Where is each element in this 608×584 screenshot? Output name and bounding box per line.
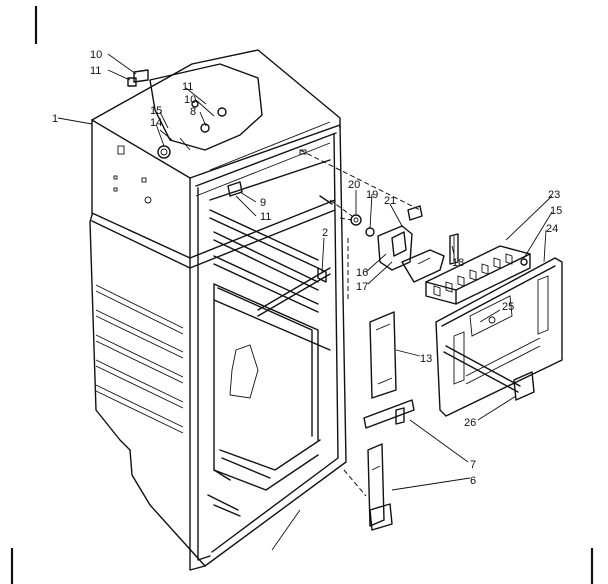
side-panel-ribs [95, 284, 184, 434]
leader-lines [57, 53, 553, 551]
callout-labels: 1 10 11 11 10 8 15 14 9 11 2 20 19 21 16… [52, 49, 562, 487]
callout-20: 20 [348, 179, 360, 191]
crisper-tray [207, 344, 321, 517]
light-board [425, 245, 531, 305]
callout-21: 21 [384, 195, 396, 207]
callout-7: 7 [470, 459, 476, 471]
callout-19: 19 [366, 189, 378, 201]
callout-13: 13 [420, 353, 432, 365]
callout-8: 8 [190, 106, 196, 118]
control-assembly [350, 205, 563, 531]
callout-11-mid: 11 [182, 81, 193, 93]
callout-10-top: 10 [90, 49, 102, 61]
callout-9: 9 [260, 197, 266, 209]
callout-24: 24 [546, 223, 558, 235]
cabinet [89, 49, 347, 571]
callout-18: 18 [452, 257, 464, 269]
callout-15-top: 15 [150, 105, 162, 117]
top-parts-cluster [127, 63, 263, 159]
callout-10-mid: 10 [184, 94, 196, 106]
dashed-guide-lines [299, 149, 421, 497]
callout-2: 2 [322, 227, 328, 239]
callout-17: 17 [356, 281, 368, 293]
callout-14: 14 [150, 117, 162, 129]
callout-1: 1 [52, 113, 58, 125]
callout-25: 25 [502, 301, 514, 313]
callout-6: 6 [470, 475, 476, 487]
callout-15-right: 15 [550, 205, 562, 217]
rear-panel [435, 257, 563, 417]
callout-23: 23 [548, 189, 560, 201]
callout-16: 16 [356, 267, 368, 279]
callout-11-lower: 11 [260, 211, 271, 223]
registration-marks [10, 6, 594, 584]
callout-11-top: 11 [90, 65, 101, 77]
callout-26: 26 [464, 417, 476, 429]
